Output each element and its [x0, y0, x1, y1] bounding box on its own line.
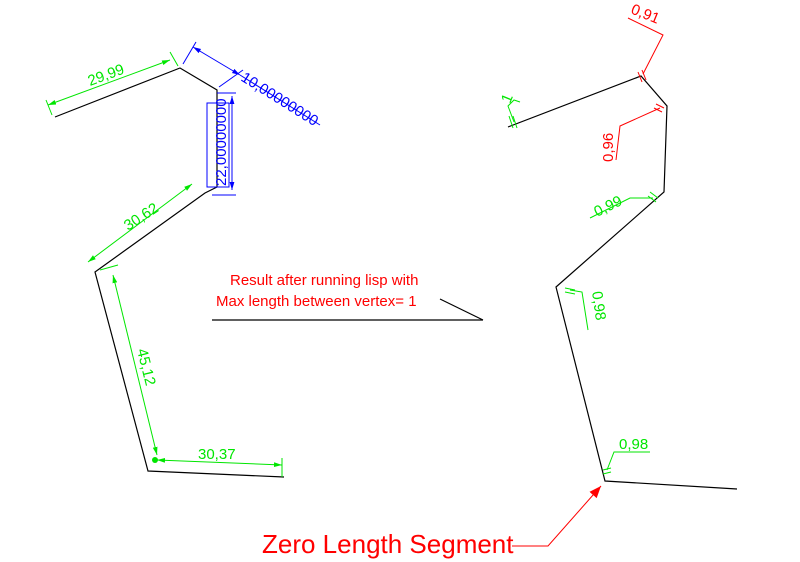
dim-0-98-a: 0,98 — [569, 289, 609, 331]
note-line-1: Result after running lisp with — [230, 272, 418, 289]
dim-29-99: 29,99 — [45, 51, 179, 116]
dim-label-0-96: 0,96 — [600, 133, 617, 162]
dim-0-96: 0,96 — [600, 107, 661, 162]
dim-label-0-98-b: 0,98 — [619, 436, 648, 453]
dim-45-12: 45,12 — [99, 264, 159, 456]
dim-label-30-37: 30,37 — [198, 446, 236, 463]
dim-label-10: 10,00000000 — [238, 69, 321, 130]
dim-label-29-99: 29,99 — [86, 61, 127, 90]
dim-label-45-12: 45,12 — [133, 347, 159, 388]
note-line-2: Max length between vertex= 1 — [216, 293, 417, 310]
right-polyline — [507, 75, 738, 490]
dim-0-99: 0,99 — [589, 193, 653, 221]
dim-22: 22,00000000 — [206, 92, 236, 196]
dim-30-62: 30,62 — [87, 183, 193, 263]
dim-10: 10,00000000 — [182, 41, 321, 130]
dim-label-22: 22,00000000 — [213, 98, 230, 186]
dim-label-1: 1 — [498, 91, 517, 105]
result-note: Result after running lisp with Max lengt… — [212, 272, 484, 321]
zero-length-label: Zero Length Segment — [262, 529, 514, 559]
dim-30-37: 30,37 — [152, 446, 283, 477]
vertex-ticks — [508, 69, 665, 475]
dim-label-0-91: 0,91 — [629, 1, 662, 28]
dim-label-0-99: 0,99 — [591, 193, 625, 221]
dim-0-91: 0,91 — [627, 1, 664, 75]
dim-label-0-98-a: 0,98 — [588, 290, 609, 321]
dim-0-98-b: 0,98 — [606, 436, 650, 471]
zero-length-callout: Zero Length Segment — [262, 485, 602, 559]
